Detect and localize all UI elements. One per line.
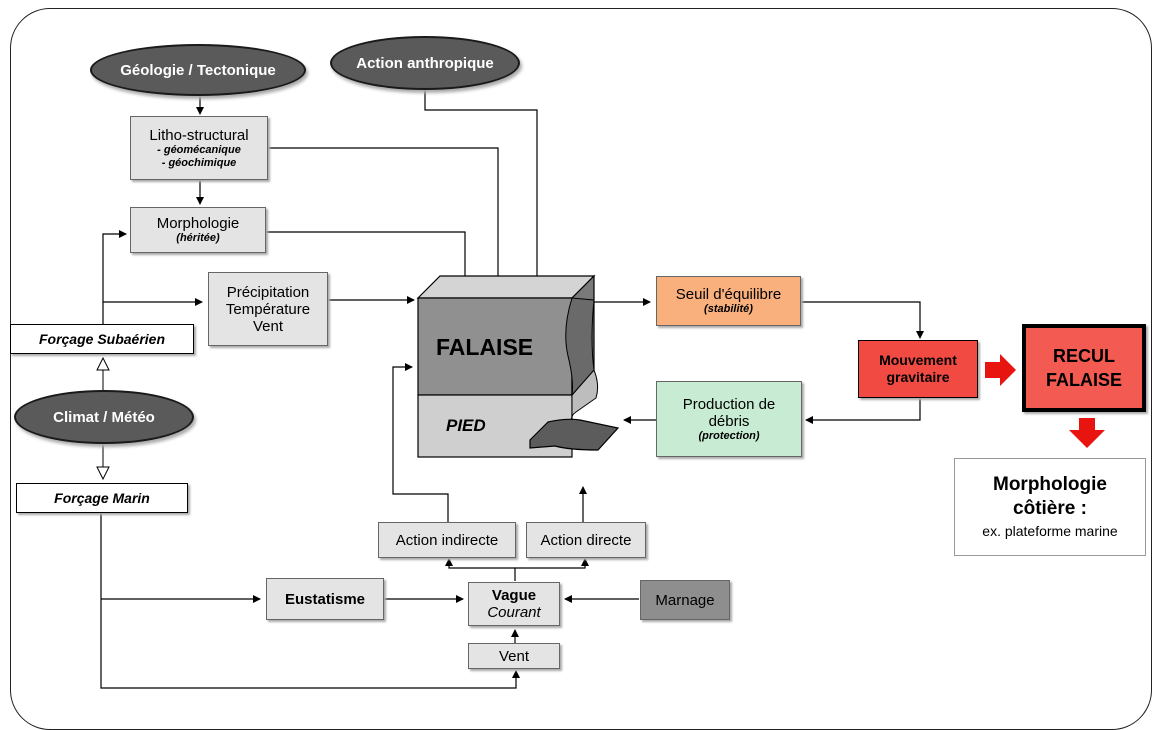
litho-title: Litho-structural <box>149 126 249 144</box>
oval-action-anthropique: Action anthropique <box>330 36 520 90</box>
morpho-cot-line1: Morphologie <box>993 474 1107 495</box>
red-arrow-down <box>1069 418 1105 448</box>
litho-sub-geochimique: - géochimique <box>161 156 237 169</box>
morpho-sub: (héritée) <box>176 232 220 244</box>
arrow-litho-falaise <box>268 147 502 285</box>
arrow-vague-directe <box>515 558 589 569</box>
seuil-sub: (stabilité) <box>704 303 753 315</box>
oval-geologie-tectonique: Géologie / Tectonique <box>90 44 306 96</box>
box-mouvement-gravitaire: Mouvement gravitaire <box>858 340 978 398</box>
precip-line2: Température <box>225 300 311 318</box>
box-eustatisme: Eustatisme <box>266 578 384 620</box>
arrow-morpho-falaise <box>266 231 469 285</box>
mouvement-line1: Mouvement <box>879 352 957 368</box>
seuil-title: Seuil d'équilibre <box>675 286 782 303</box>
morpho-title: Morphologie <box>156 215 240 232</box>
connector-layer <box>96 90 1105 689</box>
recul-line1: RECUL <box>1053 346 1115 366</box>
box-morphologie-cotiere: Morphologie côtière : ex. plateforme mar… <box>954 458 1146 556</box>
box-action-directe: Action directe <box>526 522 646 558</box>
box-morphologie-heritee: Morphologie (héritée) <box>130 207 266 253</box>
vague-line2: Courant <box>487 604 541 621</box>
arrow-vague-indirecte <box>445 558 516 581</box>
box-seuil-equilibre: Seuil d'équilibre (stabilité) <box>656 276 801 326</box>
cliff-label-falaise: FALAISE <box>436 334 534 360</box>
open-arrow-down <box>96 466 110 481</box>
box-litho-structural: Litho-structural - géomécanique - géochi… <box>130 116 268 180</box>
arrow-anthropique-falaise <box>424 90 541 285</box>
box-vent: Vent <box>468 643 560 669</box>
morpho-cot-line3: ex. plateforme marine <box>982 523 1118 539</box>
cliff-block <box>416 274 620 458</box>
cliff-label-pied: PIED <box>446 416 486 435</box>
vague-line1: Vague <box>491 587 537 604</box>
box-vague-courant: Vague Courant <box>468 582 560 626</box>
production-sub: (protection) <box>698 429 760 442</box>
morpho-cot-line2: côtière : <box>1013 498 1087 519</box>
production-line2: débris <box>708 412 750 430</box>
red-arrow-right <box>985 354 1016 386</box>
litho-sub-geomecanique: - géomécanique <box>157 143 241 156</box>
oval-climat-meteo: Climat / Météo <box>14 390 194 444</box>
arrow-subaerien-morpho <box>102 230 127 324</box>
box-action-indirecte: Action indirecte <box>378 522 516 558</box>
mouvement-line2: gravitaire <box>886 369 950 385</box>
precip-line1: Précipitation <box>226 283 310 301</box>
box-precipitation: Précipitation Température Vent <box>208 272 328 346</box>
box-production-debris: Production de débris (protection) <box>656 381 802 457</box>
arrow-indirecte-falaise <box>392 363 449 522</box>
arrow-mouvement-production <box>805 398 921 424</box>
production-line1: Production de <box>682 395 776 413</box>
precip-line3: Vent <box>252 317 284 335</box>
box-marnage: Marnage <box>640 580 730 620</box>
open-arrow-up <box>96 356 110 371</box>
arrow-marin-vent <box>100 512 520 689</box>
box-forcage-marin: Forçage Marin <box>16 483 188 513</box>
recul-line2: FALAISE <box>1045 370 1122 390</box>
arrow-seuil-mouvement <box>801 301 924 339</box>
box-forcage-subaerien: Forçage Subaérien <box>10 324 194 354</box>
box-recul-falaise: RECUL FALAISE <box>1022 324 1146 412</box>
